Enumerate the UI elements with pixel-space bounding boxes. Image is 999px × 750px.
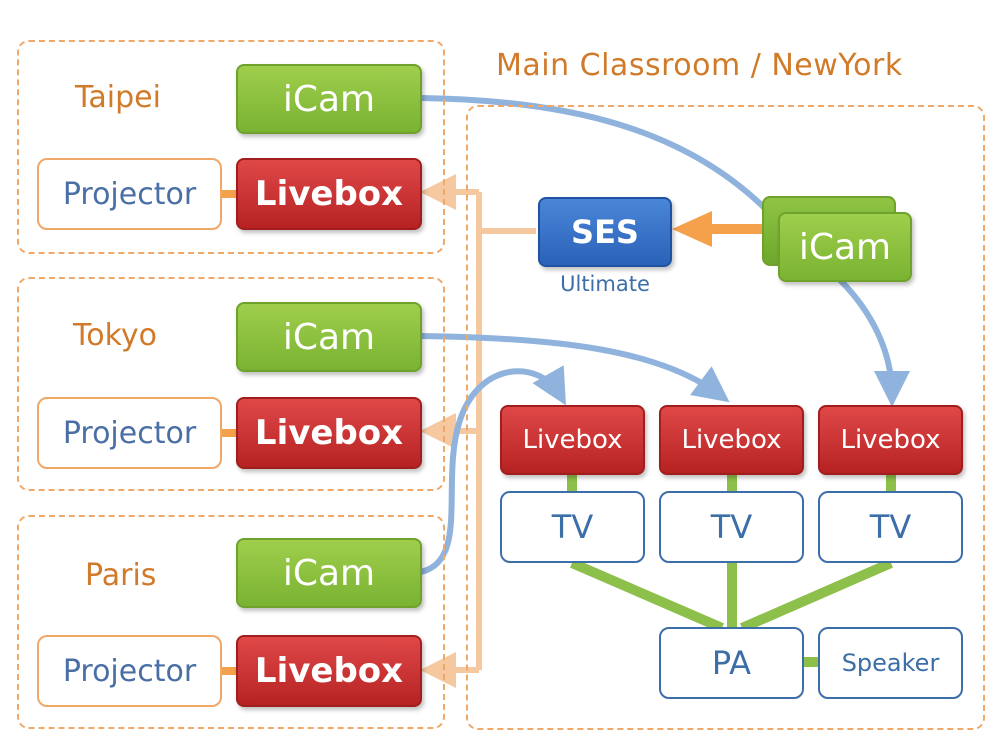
- video-links: [418, 95, 910, 575]
- ses-distribution-bus: [420, 174, 536, 688]
- livebox-taipei: Livebox: [236, 158, 422, 230]
- projector-tokyo: Projector: [37, 397, 222, 469]
- livebox-paris: Livebox: [236, 635, 422, 707]
- speaker: Speaker: [818, 627, 963, 699]
- tv-2: TV: [659, 491, 804, 563]
- livebox-main-1: Livebox: [500, 405, 645, 475]
- livebox-main-3: Livebox: [818, 405, 963, 475]
- projector-taipei: Projector: [37, 158, 222, 230]
- city-label-taipei: Taipei: [75, 80, 161, 115]
- region-main-classroom: [466, 105, 985, 730]
- city-label-tokyo: Tokyo: [73, 318, 157, 353]
- livebox-main-2: Livebox: [659, 405, 804, 475]
- ses-edition-label: Ultimate: [560, 272, 650, 296]
- region-taipei: [17, 40, 445, 254]
- main-classroom-title: Main Classroom / NewYork: [496, 48, 903, 83]
- green-wiring: [567, 475, 896, 667]
- region-tokyo: [17, 277, 445, 491]
- ses-server: SES: [538, 197, 672, 267]
- pa-system: PA: [659, 627, 804, 699]
- icam-taipei: iCam: [236, 64, 422, 134]
- icam-paris: iCam: [236, 538, 422, 608]
- tv-3: TV: [818, 491, 963, 563]
- region-paris: [17, 515, 445, 729]
- city-label-paris: Paris: [85, 558, 157, 593]
- icam-to-ses-arrow: [672, 211, 770, 247]
- projector-paris: Projector: [37, 635, 222, 707]
- livebox-tokyo: Livebox: [236, 397, 422, 469]
- icam-tokyo: iCam: [236, 302, 422, 372]
- projector-links: [216, 190, 242, 675]
- tv-1: TV: [500, 491, 645, 563]
- icam-main: iCam: [778, 212, 912, 282]
